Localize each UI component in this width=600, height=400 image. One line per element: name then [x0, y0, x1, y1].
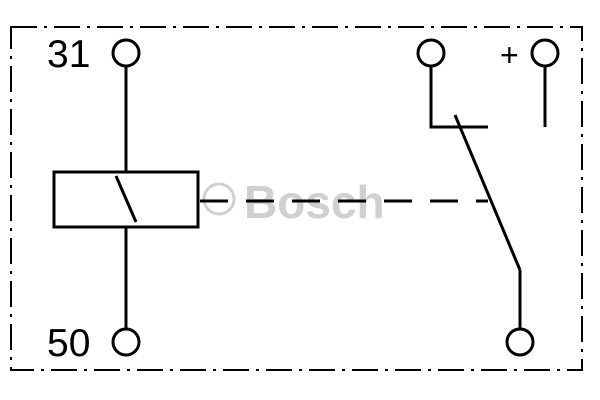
terminal-50-label: 50	[47, 322, 90, 365]
dashed-frame	[10, 26, 583, 371]
copyright-circle	[202, 182, 236, 216]
supply-plus-label: +	[500, 37, 519, 73]
fixed-contact-wire	[429, 66, 488, 129]
supply-terminal	[530, 38, 560, 68]
terminal-31-label: 31	[47, 33, 90, 76]
switch-blade	[453, 114, 522, 271]
contact-terminal-top	[416, 38, 446, 68]
terminal-31-connector	[111, 38, 141, 68]
contact-terminal-bottom	[505, 327, 535, 357]
terminal-50-connector	[111, 327, 141, 357]
coil-winding-mark	[114, 175, 138, 223]
